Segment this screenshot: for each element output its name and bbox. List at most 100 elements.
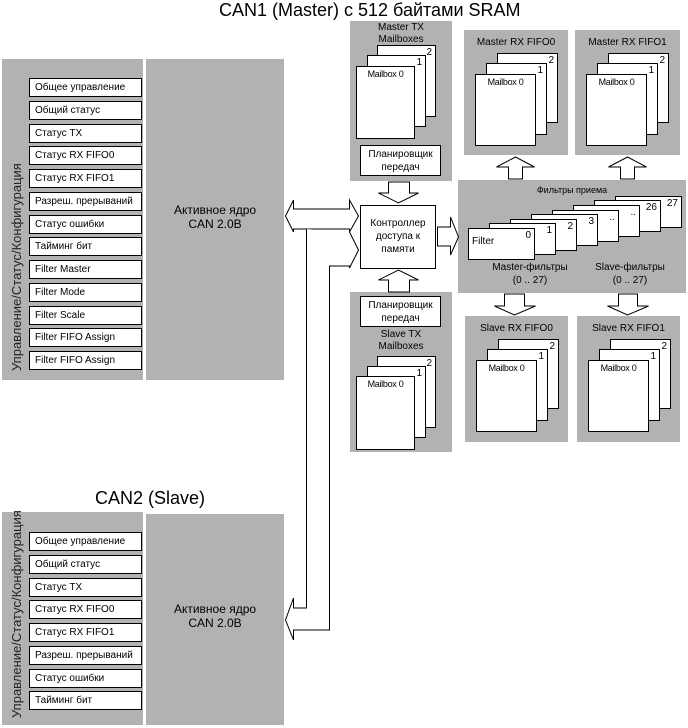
arrow-master-tx-to-controller — [378, 181, 419, 204]
mailbox-number: 1 — [648, 65, 654, 76]
arrow-controller-to-filters — [437, 216, 460, 256]
filter-number: .. — [630, 207, 636, 218]
can1-core-label-line2: CAN 2.0B — [188, 217, 242, 231]
mailbox-label: Mailbox 0 — [488, 363, 525, 373]
master-tx-scheduler: Планировщик передач — [360, 145, 441, 176]
mailbox-number: 1 — [416, 368, 422, 379]
slave-filters-label-line1: Slave-фильтры — [595, 262, 665, 273]
slave-rx-fifo0-title: Slave RX FIFO0 — [480, 323, 553, 334]
can1-register-11: Filter FIFO Assign — [29, 328, 142, 348]
can2-title: CAN2 (Slave) — [95, 488, 206, 508]
controller-line3: памяти — [381, 244, 415, 255]
mailbox-number: 2 — [661, 341, 667, 352]
mailbox-number: 2 — [426, 47, 432, 58]
mailbox-label: Mailbox 0 — [487, 77, 524, 87]
mailbox-number: 2 — [426, 358, 432, 369]
filter-number: 2 — [567, 220, 573, 232]
filter-number: 0 — [525, 230, 531, 241]
filter-number: .. — [609, 211, 615, 223]
can2-core-panel: Активное ядро CAN 2.0B — [146, 514, 284, 725]
mailbox-0: Mailbox 0 — [475, 74, 536, 146]
master-tx-panel: Master TX Mailboxes 2 1 Mailbox 0 Планир… — [350, 21, 452, 181]
filter-number: 1 — [546, 225, 552, 237]
can1-register-1: Общий статус — [29, 100, 142, 120]
mailbox-0: Mailbox 0 — [588, 360, 649, 432]
can1-register-8: Filter Master — [29, 260, 142, 279]
can1-register-5: Разреш. прерываний — [29, 191, 142, 211]
double-arrow-can1-controller — [284, 198, 360, 234]
slave-tx-panel: Планировщик передач Slave TX Mailboxes 2… — [350, 292, 452, 452]
mailbox-number: 2 — [659, 55, 665, 66]
mailbox-label: Mailbox 0 — [598, 77, 635, 87]
can1-register-10: Filter Scale — [29, 305, 142, 325]
mailbox-0: Mailbox 0 — [586, 74, 647, 146]
can2-core-label-line2: CAN 2.0B — [188, 616, 242, 630]
memory-access-controller: Контроллер доступа к памяти — [360, 205, 436, 269]
can2-register-5: Разреш. прерываний — [29, 645, 142, 665]
slave-tx-title: Slave TX Mailboxes — [350, 329, 452, 353]
slave-tx-title-line2: Mailboxes — [378, 341, 424, 352]
filter-number: 27 — [666, 197, 678, 209]
arrow-filters-to-master-fifo1 — [608, 156, 647, 180]
can2-core-label-line1: Активное ядро — [173, 602, 257, 616]
filter-number: 26 — [645, 202, 657, 214]
mailbox-number: 2 — [549, 341, 555, 352]
master-rx-fifo0-panel: Master RX FIFO0 2 1 Mailbox 0 — [464, 30, 568, 155]
can1-register-2: Статус TX — [29, 123, 142, 143]
can2-register-3: Статус RX FIFO0 — [29, 600, 142, 620]
master-rx-fifo1-title: Master RX FIFO1 — [588, 37, 667, 48]
slave-rx-fifo1-title: Slave RX FIFO1 — [592, 323, 665, 334]
mailbox-number: 1 — [416, 57, 422, 68]
slave-filters-label-line2: (0 .. 27) — [612, 275, 648, 286]
connector-can2-outer — [284, 229, 360, 641]
master-filters-label: Master-фильтры (0 .. 27) — [480, 261, 580, 287]
mailbox-0: Mailbox 0 — [356, 376, 415, 450]
controller-line2: доступа к — [375, 231, 421, 242]
can1-register-6: Статус ошибки — [29, 214, 142, 234]
can1-title: CAN1 (Master) с 512 байтами SRAM — [219, 0, 521, 20]
master-filters-label-line2: (0 .. 27) — [512, 275, 548, 286]
can2-core-label: Активное ядро CAN 2.0B — [146, 602, 284, 630]
can2-register-1: Общий статус — [29, 554, 142, 574]
can1-register-7: Тайминг бит — [29, 237, 142, 257]
can1-register-0: Общее управление — [29, 78, 142, 97]
slave-tx-title-line1: Slave TX — [380, 329, 422, 340]
mailbox-label: Mailbox 0 — [367, 379, 404, 389]
filters-title: Фильтры приема — [536, 185, 608, 195]
can2-register-0: Общее управление — [29, 532, 142, 551]
filter-label: Filter — [472, 236, 495, 247]
scheduler-line2: передач — [381, 162, 420, 173]
arrow-filters-to-master-fifo0 — [496, 156, 535, 180]
mailbox-label: Mailbox 0 — [367, 69, 404, 79]
mailbox-number: 1 — [650, 351, 656, 362]
can2-register-4: Статус RX FIFO1 — [29, 623, 142, 642]
master-tx-title: Master TX Mailboxes — [350, 22, 452, 46]
arrow-slave-tx-to-controller — [378, 269, 419, 293]
slave-rx-fifo1-panel: Slave RX FIFO1 2 1 Mailbox 0 — [577, 316, 680, 442]
can2-register-6: Статус ошибки — [29, 668, 142, 688]
mailbox-label: Mailbox 0 — [600, 363, 637, 373]
mailbox-0: Mailbox 0 — [356, 66, 415, 139]
scheduler-line2: передач — [381, 313, 420, 324]
master-tx-title-line1: Master TX — [378, 22, 424, 33]
can2-register-2: Статус TX — [29, 577, 142, 597]
mailbox-number: 2 — [548, 55, 554, 66]
mailbox-0: Mailbox 0 — [476, 360, 537, 432]
master-rx-fifo0-title: Master RX FIFO0 — [476, 37, 556, 48]
mailbox-number: 1 — [537, 65, 543, 76]
slave-filters-label: Slave-фильтры (0 .. 27) — [580, 261, 680, 287]
master-rx-fifo1-panel: Master RX FIFO1 2 1 Mailbox 0 — [575, 30, 680, 155]
master-tx-title-line2: Mailboxes — [378, 34, 424, 45]
can1-core-label: Активное ядро CAN 2.0B — [146, 203, 284, 231]
can1-register-9: Filter Mode — [29, 282, 142, 302]
arrow-filters-to-slave-fifo0 — [494, 293, 536, 316]
scheduler-line1: Планировщик — [368, 149, 433, 160]
master-filters-label-line1: Master-фильтры — [492, 262, 568, 273]
can1-register-4: Статус RX FIFO1 — [29, 169, 142, 188]
slave-rx-fifo0-panel: Slave RX FIFO0 2 1 Mailbox 0 — [465, 316, 568, 442]
scheduler-line1: Планировщик — [368, 300, 433, 311]
can1-register-12: Filter FIFO Assign — [29, 351, 142, 370]
